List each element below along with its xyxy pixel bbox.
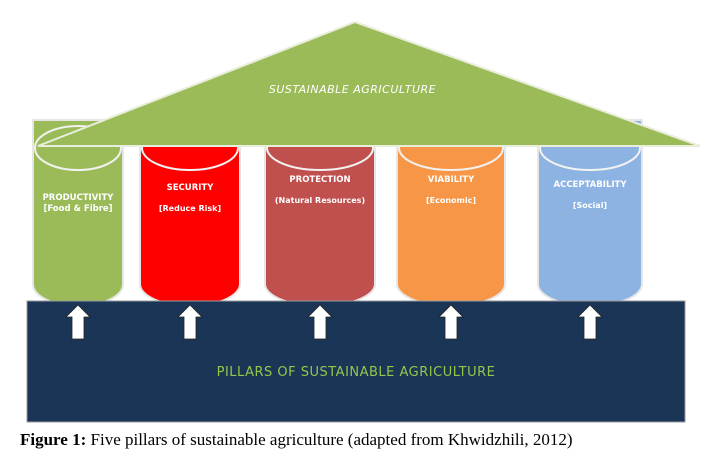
pillar-title: ACCEPTABILITY [553, 180, 627, 190]
pillar-subtitle: [Food & Fibre] [43, 204, 113, 215]
base-block [26, 300, 686, 423]
pillar-protection-label: PROTECTION (Natural Resources) [265, 175, 375, 206]
pillar-subtitle: [Economic] [425, 196, 477, 206]
pillar-security-label: SECURITY [Reduce Risk] [140, 183, 240, 214]
up-arrow-icon [307, 304, 333, 340]
pillar-subtitle: (Natural Resources) [274, 196, 366, 206]
pillar-subtitle: [Reduce Risk] [158, 204, 222, 214]
up-arrow-icon [65, 304, 91, 340]
roof-title: SUSTAINABLE AGRICULTURE [268, 83, 437, 96]
pillar-viability-label: VIABILITY [Economic] [397, 175, 505, 206]
pillar-title: PRODUCTIVITY [42, 193, 114, 203]
pillar-title: PROTECTION [289, 175, 351, 185]
pillar-subtitle: [Social] [572, 201, 608, 211]
pillar-acceptability-label: ACCEPTABILITY [Social] [538, 180, 642, 211]
pillar-title: VIABILITY [427, 175, 475, 185]
up-arrow-icon [177, 304, 203, 340]
pillar-productivity-label: PRODUCTIVITY [Food & Fibre] [33, 193, 123, 215]
pillar-title: SECURITY [166, 183, 214, 193]
up-arrow-icon [438, 304, 464, 340]
caption-label: Figure 1: [20, 430, 87, 449]
caption-text: Five pillars of sustainable agriculture … [86, 430, 573, 449]
roof [37, 20, 701, 147]
up-arrow-icon [577, 304, 603, 340]
figure-caption: Figure 1: Five pillars of sustainable ag… [20, 430, 573, 450]
base-title: PILLARS OF SUSTAINABLE AGRICULTURE [216, 365, 496, 380]
